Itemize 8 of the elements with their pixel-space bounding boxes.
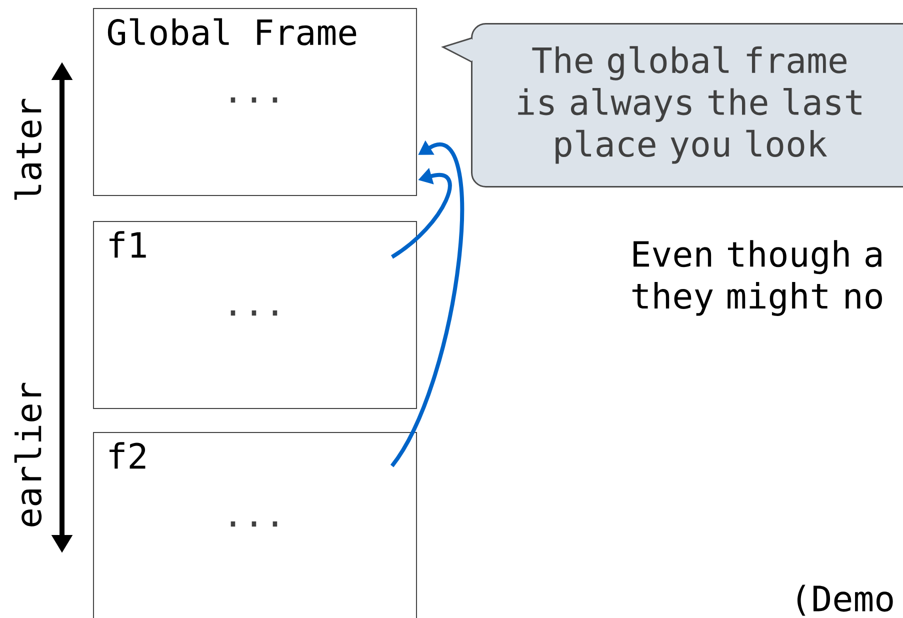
frame-box: f2 ... bbox=[93, 432, 417, 618]
note-text: Even though a they might no bbox=[632, 240, 882, 316]
frame-box: f1 ... bbox=[93, 221, 417, 409]
frame-box: Global Frame ... bbox=[93, 8, 417, 196]
note-text: (Demo bbox=[797, 584, 893, 616]
speech-bubble: The global frame is always the last place you look bbox=[441, 23, 903, 188]
axis-label: earlier bbox=[14, 382, 42, 526]
axis-label: later bbox=[14, 98, 42, 200]
